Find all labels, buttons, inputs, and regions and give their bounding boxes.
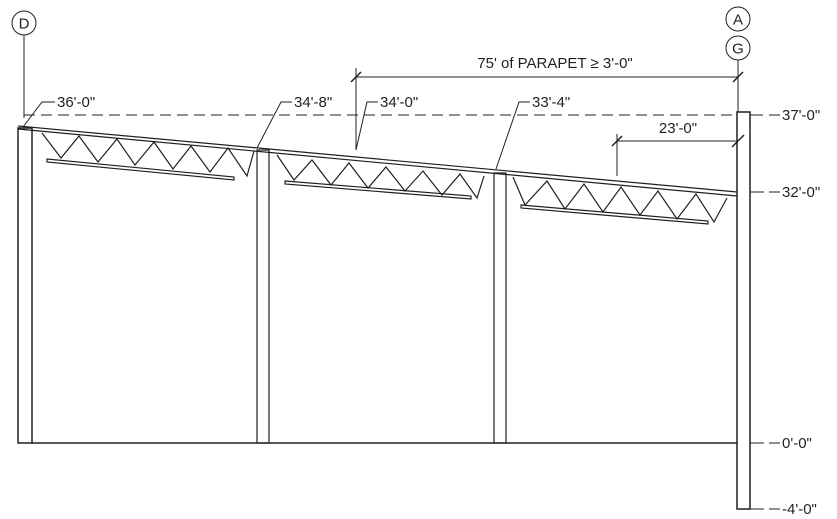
- joist-bay-3: [512, 176, 728, 225]
- leader-33ft4: [495, 101, 530, 170]
- roof-elevation-36ft: 36'-0": [57, 94, 95, 111]
- roof-elevation-33ft4: 33'-4": [532, 94, 570, 111]
- dimension-23ft: [611, 134, 745, 176]
- right-parapet-wall: [736, 111, 751, 510]
- dimension-23ft-label: 23'-0": [659, 120, 697, 137]
- elevation-marker-37ft: 37'-0": [750, 107, 820, 124]
- elevation-label-32ft: 32'-0": [782, 184, 820, 201]
- elevation-marker-32ft: 32'-0": [750, 184, 820, 201]
- joist-bay-1: [41, 132, 255, 181]
- elevation-label-minus4ft: -4'-0": [782, 501, 817, 518]
- column-2: [493, 172, 507, 444]
- column-1: [256, 149, 270, 444]
- grid-bubble-a: A: [725, 6, 751, 32]
- leader-34ft8: [256, 101, 292, 149]
- roof-elevation-34ft: 34'-0": [380, 94, 418, 111]
- joist-bay-2: [276, 154, 485, 200]
- elevation-label-0ft: 0'-0": [782, 435, 812, 452]
- roof-deck: [17, 125, 738, 197]
- elevation-marker-minus4ft: -4'-0": [750, 501, 817, 518]
- leader-36ft: [22, 101, 55, 128]
- left-wall: [17, 127, 33, 444]
- grid-bubble-g: G: [725, 35, 751, 61]
- elevation-label-37ft: 37'-0": [782, 107, 820, 124]
- grid-label-d: D: [19, 16, 30, 33]
- grid-bubble-d: D: [11, 10, 37, 36]
- grid-label-a: A: [733, 12, 743, 29]
- elevation-marker-0ft: 0'-0": [750, 435, 812, 452]
- grid-label-g: G: [732, 41, 744, 58]
- roof-elevation-34ft8: 34'-8": [294, 94, 332, 111]
- parapet-dimension: [350, 68, 744, 150]
- parapet-dimension-label: 75' of PARAPET ≥ 3'-0": [477, 55, 632, 72]
- leader-34ft: [355, 101, 378, 151]
